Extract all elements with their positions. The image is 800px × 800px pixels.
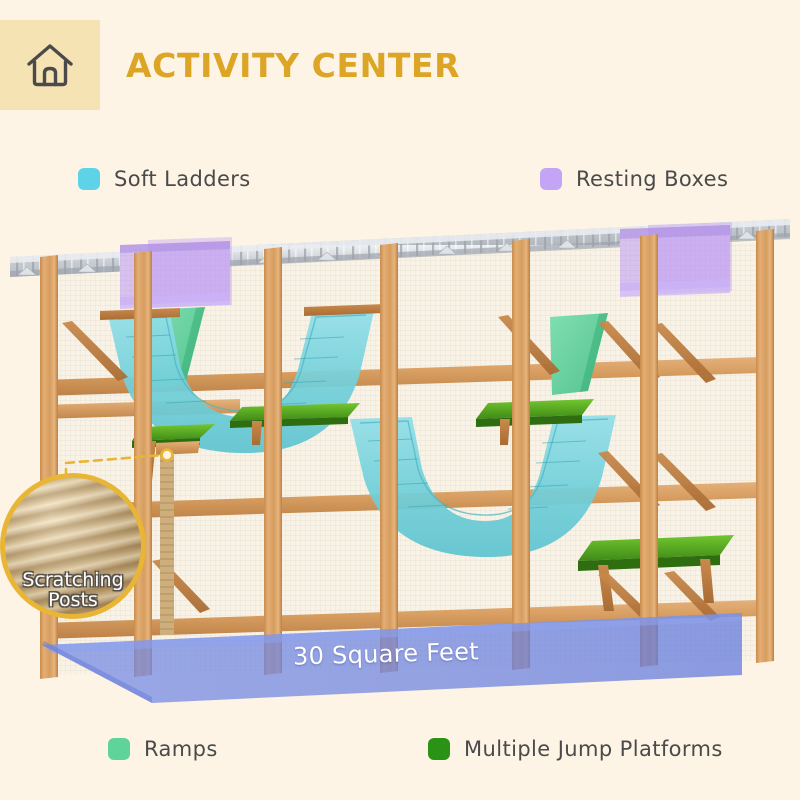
legend-label-jump-platforms: Multiple Jump Platforms	[464, 737, 723, 761]
sisal-rope-texture	[5, 478, 141, 614]
legend-label-ramps: Ramps	[144, 737, 218, 761]
legend-item-ramps: Ramps	[108, 737, 218, 761]
floor-area	[42, 613, 742, 703]
home-icon	[27, 44, 73, 87]
scratching-posts-photo-ring	[0, 473, 146, 619]
legend-swatch-resting-boxes	[540, 168, 562, 190]
scratching-post	[160, 455, 174, 635]
legend-swatch-ramps	[108, 738, 130, 760]
page-title: ACTIVITY CENTER	[126, 46, 461, 85]
scratching-posts-callout: Scratching Posts	[0, 473, 146, 619]
legend-item-soft-ladders: Soft Ladders	[78, 167, 251, 191]
product-illustration	[0, 205, 800, 710]
catio-drawing	[10, 219, 790, 703]
legend-swatch-jump-platforms	[428, 738, 450, 760]
legend-label-resting-boxes: Resting Boxes	[576, 167, 729, 191]
legend-swatch-soft-ladders	[78, 168, 100, 190]
header-icon-badge	[0, 20, 100, 110]
floor-area-label: 30 Square Feet	[292, 637, 480, 671]
legend-item-jump-platforms: Multiple Jump Platforms	[428, 737, 723, 761]
resting-box-right	[620, 222, 732, 297]
ramp-right	[550, 313, 608, 395]
scratching-post-pointer	[64, 448, 174, 479]
jump-platform-2	[230, 403, 360, 445]
legend-label-soft-ladders: Soft Ladders	[114, 167, 251, 191]
legend-item-resting-boxes: Resting Boxes	[540, 167, 728, 191]
